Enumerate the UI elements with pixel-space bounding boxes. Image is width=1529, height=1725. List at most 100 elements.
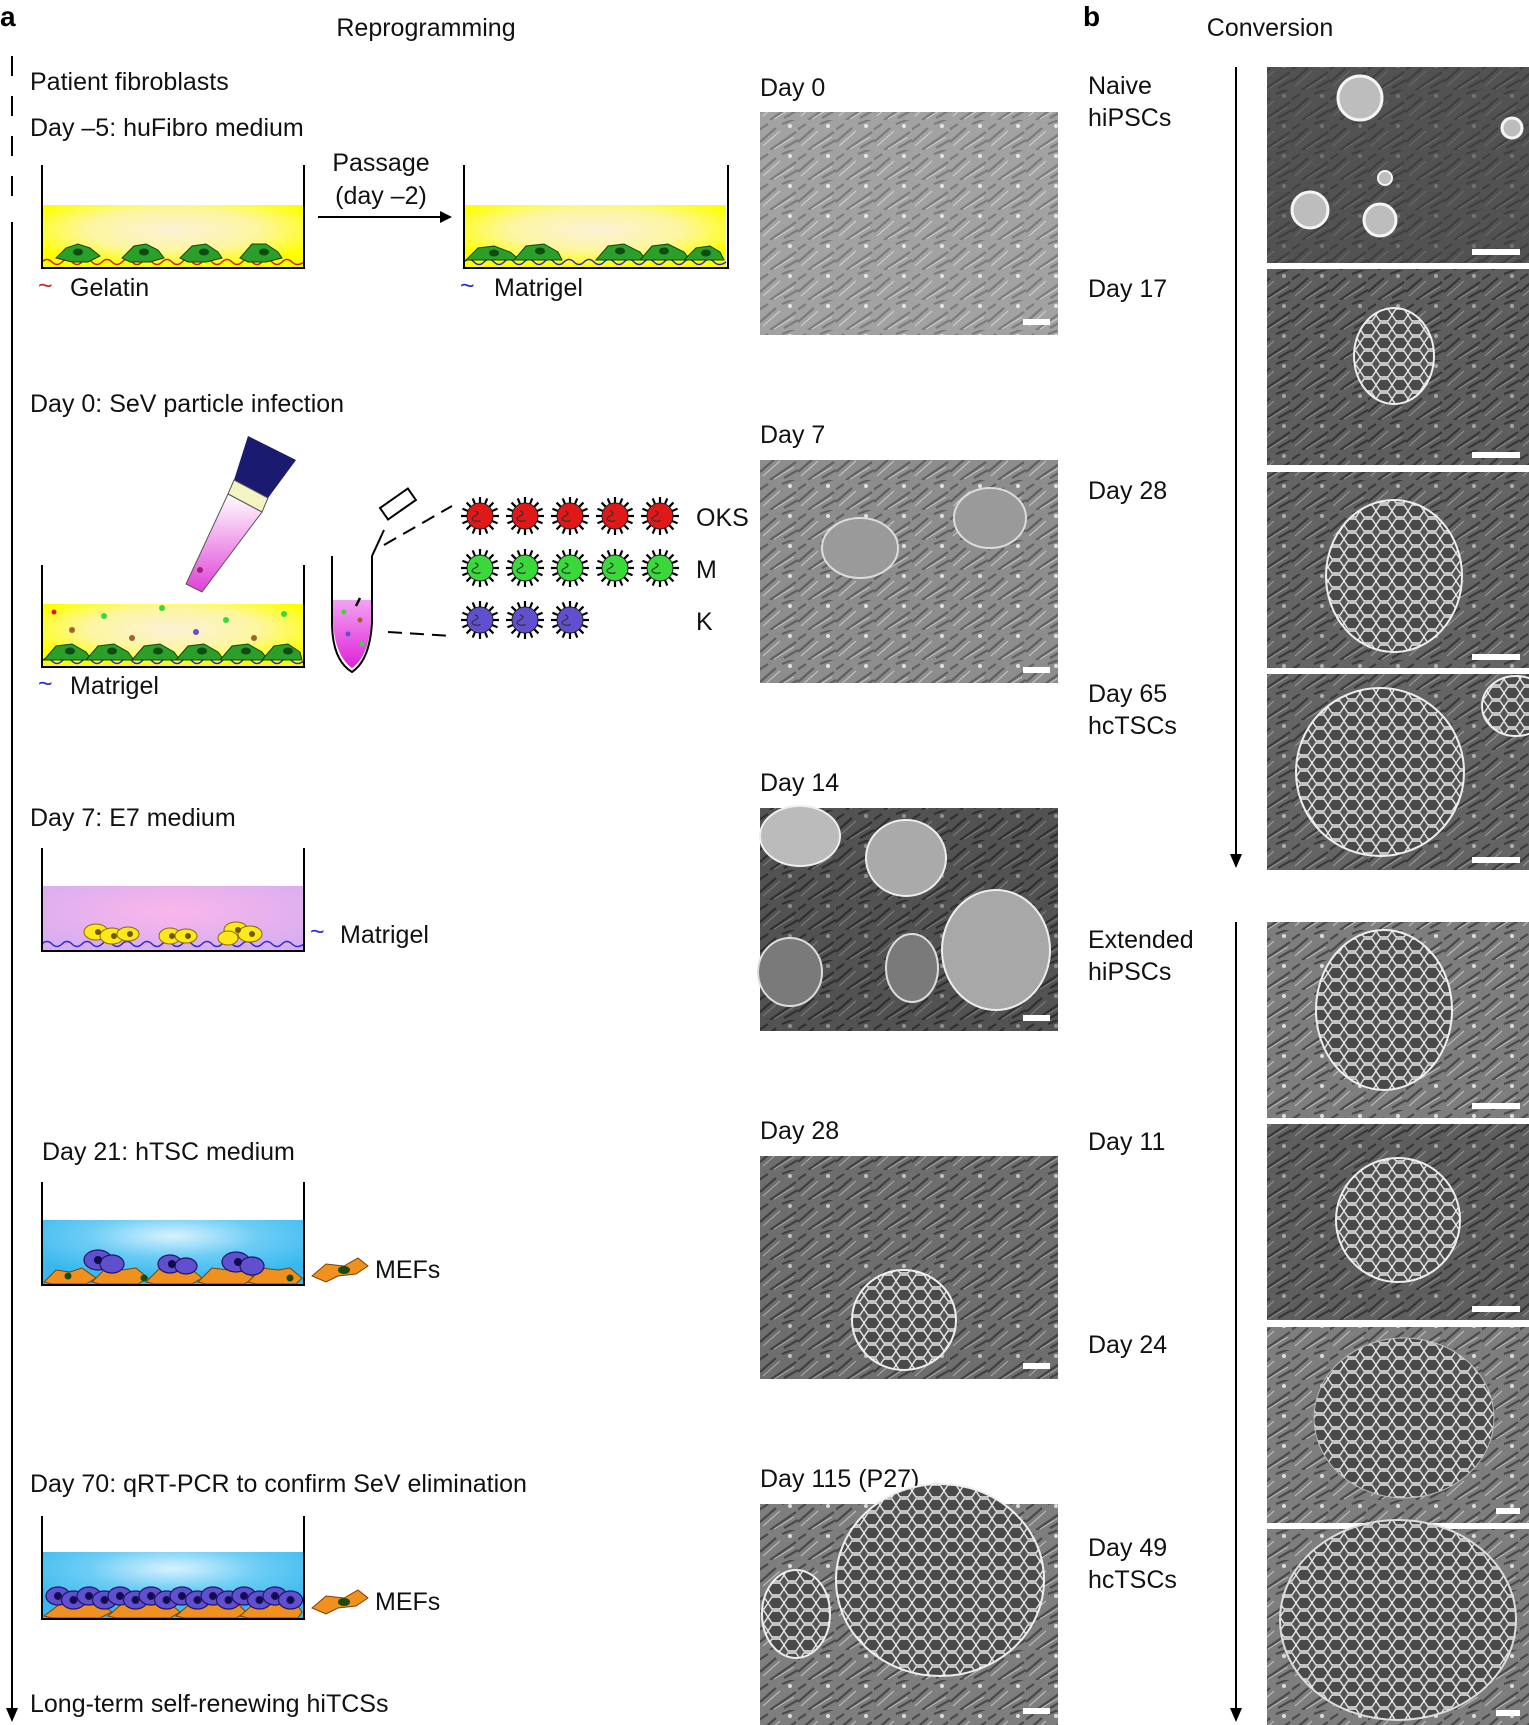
naive-stage-3: Day 28 bbox=[1088, 477, 1167, 505]
htsc-cell-nucleus bbox=[100, 1595, 109, 1605]
dish-matrigel bbox=[463, 165, 729, 269]
scale-bar bbox=[1023, 1363, 1050, 1369]
sev-viruses bbox=[461, 497, 679, 639]
micrograph-label-day115: Day 115 (P27) bbox=[760, 1465, 919, 1493]
step-patient-fibroblasts: Patient fibroblasts bbox=[30, 68, 229, 96]
naive-stage-2: Day 17 bbox=[1088, 275, 1167, 303]
extended-stage-3: Day 24 bbox=[1088, 1331, 1167, 1359]
micrograph-day0 bbox=[760, 112, 1058, 335]
step-day7-label: Day 7: E7 medium bbox=[30, 804, 236, 832]
extended-stage-3-label: Day 24 bbox=[1088, 1331, 1167, 1359]
naive-stage-1-label: Naive bbox=[1088, 72, 1152, 100]
factor-m: M bbox=[696, 556, 717, 584]
step-final-label: Long-term self-renewing hiTCSs bbox=[30, 1690, 388, 1718]
scale-bar bbox=[1023, 1015, 1050, 1021]
htsc-cell-nucleus bbox=[84, 1591, 94, 1601]
naive-timeline-arrow bbox=[1230, 67, 1242, 868]
virus-oks-icon bbox=[461, 497, 499, 535]
passage-day-label: (day –2) bbox=[335, 182, 427, 210]
step-day0-label: Day 0: SeV particle infection bbox=[30, 390, 344, 418]
naive-stage-1-sublabel: hiPSCs bbox=[1088, 104, 1171, 132]
scale-bar bbox=[1023, 667, 1050, 673]
matrigel-label: Matrigel bbox=[494, 274, 583, 302]
dish-e7 bbox=[41, 848, 305, 952]
micrograph-label-day14: Day 14 bbox=[760, 769, 839, 797]
step-day21-label: Day 21: hTSC medium bbox=[42, 1138, 295, 1166]
htsc-cell-nucleus bbox=[69, 1595, 78, 1605]
scale-bar bbox=[1023, 319, 1050, 325]
scale-bar bbox=[1496, 1710, 1520, 1716]
dish-qrt bbox=[41, 1516, 305, 1620]
virus-oks-icon bbox=[596, 497, 634, 535]
scale-bar bbox=[1472, 452, 1520, 458]
extended-stage-1: Extended hiPSCs bbox=[1088, 926, 1194, 986]
htsc-cell-nucleus bbox=[115, 1591, 125, 1601]
htsc-cell-nucleus bbox=[224, 1595, 233, 1605]
htsc-cell-nucleus bbox=[162, 1595, 171, 1605]
micrograph-naive-hipsc bbox=[1267, 67, 1529, 263]
micrograph-naive-day65 bbox=[1267, 674, 1529, 870]
mefs-label: MEFs bbox=[375, 1256, 440, 1284]
extended-stage-4-sublabel: hcTSCs bbox=[1088, 1566, 1177, 1594]
naive-stage-4-sublabel: hcTSCs bbox=[1088, 712, 1177, 740]
scale-bar bbox=[1472, 249, 1520, 255]
scale-bar bbox=[1472, 1306, 1520, 1312]
htsc-cell-nucleus bbox=[131, 1595, 140, 1605]
micrograph-day14 bbox=[757, 805, 1058, 1031]
matrigel-legend-mark: ~ bbox=[460, 272, 475, 300]
virus-oks-icon bbox=[551, 497, 589, 535]
step-day-minus5-label: Day –5: huFibro medium bbox=[30, 114, 304, 142]
virus-oks-icon bbox=[641, 497, 679, 535]
scale-bar bbox=[1496, 1508, 1520, 1514]
naive-stage-3-label: Day 28 bbox=[1088, 477, 1167, 505]
micrograph-label-day28: Day 28 bbox=[760, 1117, 839, 1145]
naive-stage-1: Naive hiPSCs bbox=[1088, 72, 1171, 132]
htsc-cell-nucleus bbox=[177, 1591, 187, 1601]
naive-stage-4-label: Day 65 bbox=[1088, 680, 1167, 708]
dish-infection bbox=[41, 565, 305, 668]
panel-a-letter: a bbox=[0, 1, 16, 32]
micrograph-extended-day49 bbox=[1267, 1519, 1529, 1725]
micrograph-label-day7: Day 7 bbox=[760, 421, 825, 449]
virus-m-icon bbox=[641, 549, 679, 587]
virus-k-icon bbox=[461, 601, 499, 639]
htsc-cell-nucleus bbox=[193, 1595, 202, 1605]
extended-timeline-arrow bbox=[1230, 922, 1242, 1722]
virus-m-icon bbox=[551, 549, 589, 587]
mef-legend-cell bbox=[311, 1257, 369, 1283]
extended-stage-4-label: Day 49 bbox=[1088, 1534, 1167, 1562]
factor-k: K bbox=[696, 608, 713, 636]
virus-oks-icon bbox=[506, 497, 544, 535]
gelatin-label: Gelatin bbox=[70, 274, 149, 302]
passage-label: Passage bbox=[332, 149, 429, 177]
htsc-cell-nucleus bbox=[270, 1591, 280, 1601]
virus-m-icon bbox=[596, 549, 634, 587]
htsc-cell-nucleus bbox=[239, 1591, 249, 1601]
panel-a-title: Reprogramming bbox=[336, 14, 515, 42]
virus-k-icon bbox=[506, 601, 544, 639]
virus-m-icon bbox=[506, 549, 544, 587]
timeline-arrow bbox=[6, 56, 18, 1722]
micrograph-day28 bbox=[760, 1156, 1058, 1379]
mef-legend-cell-2 bbox=[311, 1589, 369, 1615]
micrograph-extended-day24 bbox=[1267, 1327, 1529, 1523]
mefs-label-2: MEFs bbox=[375, 1588, 440, 1616]
htsc-cell-nucleus bbox=[255, 1595, 264, 1605]
zoom-lines bbox=[383, 505, 453, 637]
naive-stage-4: Day 65 hcTSCs bbox=[1088, 680, 1177, 740]
panel-b-letter: b bbox=[1083, 1, 1100, 32]
panel-b-title: Conversion bbox=[1207, 14, 1333, 42]
micrograph-day7 bbox=[760, 460, 1058, 683]
micrograph-extended-day11 bbox=[1267, 1124, 1529, 1320]
extended-stage-2-label: Day 11 bbox=[1088, 1128, 1165, 1156]
htsc-cell-nucleus bbox=[53, 1591, 63, 1601]
virus-m-icon bbox=[461, 549, 499, 587]
extended-stage-1-label: Extended bbox=[1088, 926, 1194, 954]
step-day70-label: Day 70: qRT-PCR to confirm SeV eliminati… bbox=[30, 1470, 527, 1498]
scale-bar bbox=[1472, 654, 1520, 660]
factor-oks: OKS bbox=[696, 504, 749, 532]
htsc-cell-nucleus bbox=[146, 1591, 156, 1601]
scale-bar bbox=[1023, 1708, 1050, 1714]
extended-stage-2: Day 11 bbox=[1088, 1128, 1165, 1156]
passage-arrow bbox=[318, 211, 452, 223]
